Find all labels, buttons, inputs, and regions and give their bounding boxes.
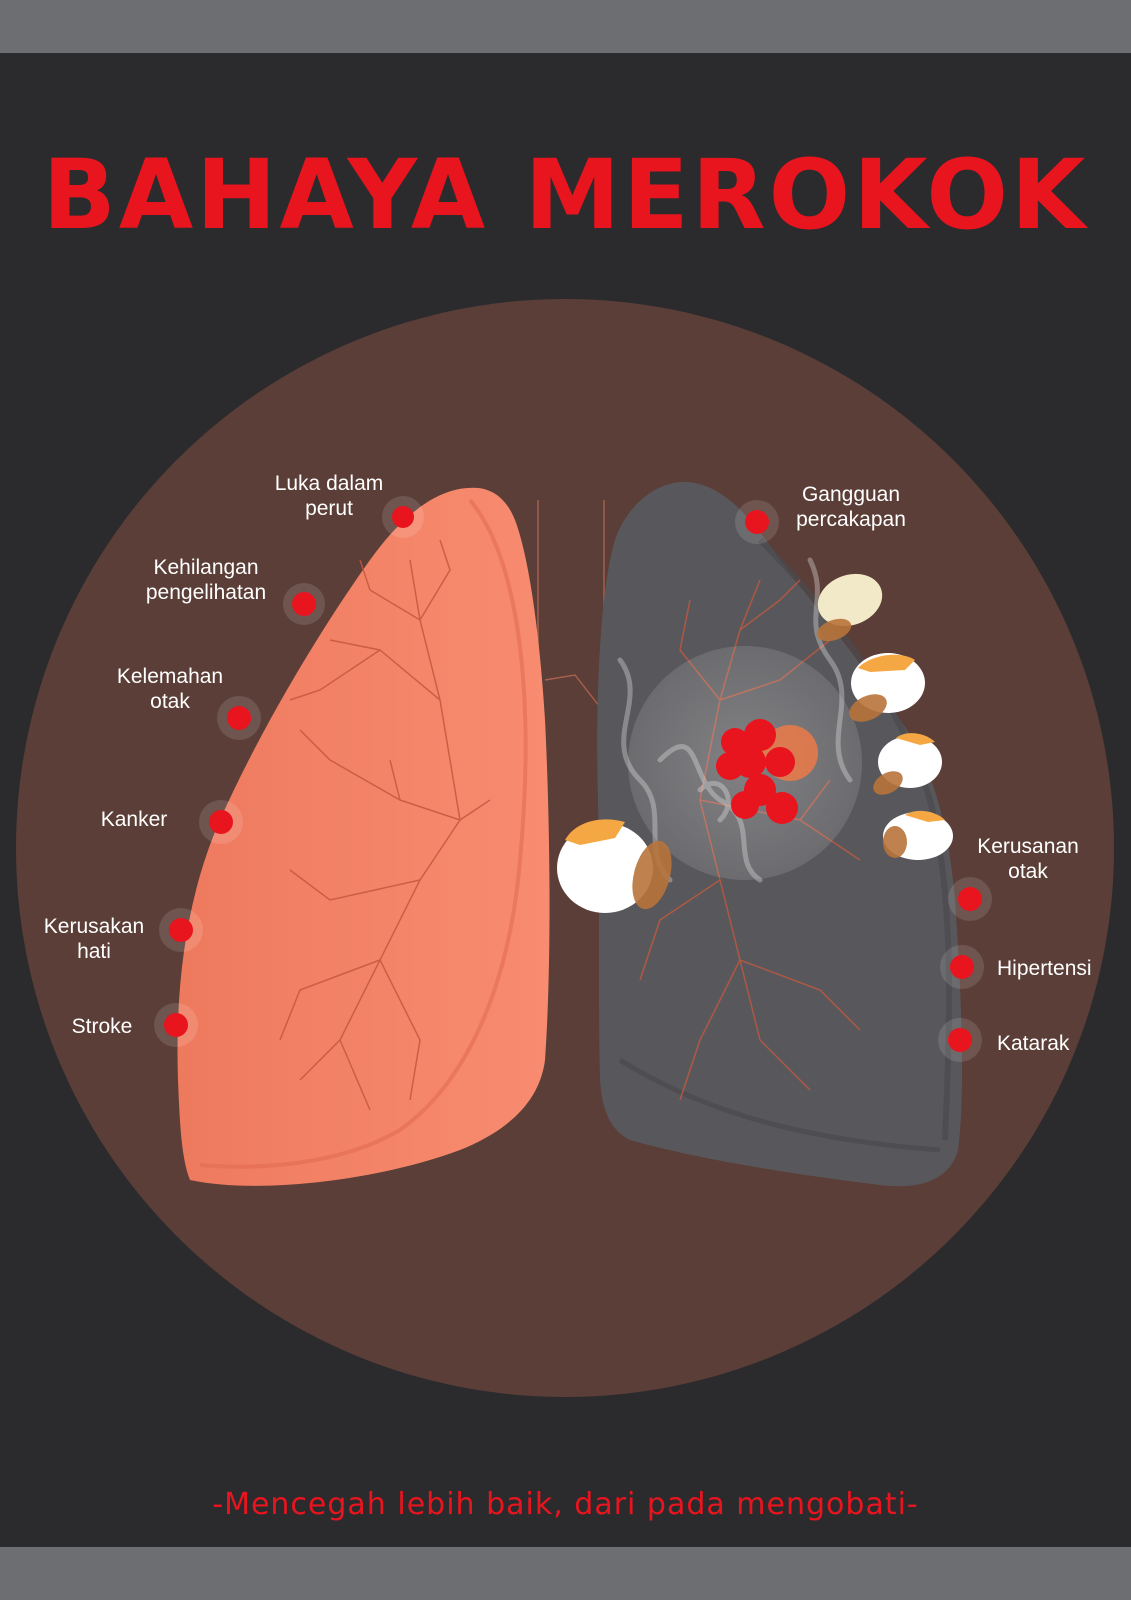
cigarette-butt-2: [849, 653, 925, 722]
bottom-band: [0, 1547, 1131, 1600]
marker-hipertensi: [940, 945, 984, 989]
cigarette-butt-1: [816, 573, 883, 642]
label-kelemahan-otak-line2: otak: [150, 690, 190, 713]
label-kanker-line1: Kanker: [100, 808, 168, 831]
label-katarak: Katarak: [997, 1031, 1107, 1056]
markers: [154, 496, 992, 1062]
label-luka-dalam-perut-line2: perut: [305, 497, 353, 520]
label-kerusanan-otak: Kerusanan otak: [958, 834, 1098, 884]
label-gangguan-percakapan-line1: Gangguan: [801, 483, 901, 506]
label-gangguan-percakapan: Gangguan percakapan: [776, 482, 926, 532]
label-kerusanan-otak-line2: otak: [1008, 860, 1048, 883]
label-luka-dalam-perut: Luka dalam perut: [254, 471, 404, 521]
cigarette-butt-5: [557, 819, 672, 913]
label-kerusanan-otak-line1: Kerusanan: [977, 835, 1079, 858]
label-kerusakan-hati-line1: Kerusakan: [43, 915, 145, 938]
cigarette-butts: [557, 573, 953, 913]
marker-katarak: [938, 1018, 982, 1062]
label-stroke: Stroke: [57, 1014, 147, 1039]
label-kelemahan-otak-line1: Kelemahan: [116, 665, 224, 688]
label-kehilangan-pengelihatan: Kehilangan pengelihatan: [125, 555, 287, 605]
label-gangguan-percakapan-line2: percakapan: [796, 508, 906, 531]
cigarette-butt-4: [883, 810, 953, 860]
label-hipertensi: Hipertensi: [997, 956, 1117, 981]
marker-kehilangan-pengelihatan: [283, 583, 325, 625]
marker-kerusanan-otak: [948, 877, 992, 921]
poster-title: BAHAYA MEROKOK: [42, 139, 1089, 251]
tumor-cluster: [716, 719, 818, 824]
marker-gangguan-percakapan: [735, 500, 779, 544]
label-kanker: Kanker: [84, 807, 184, 832]
label-luka-dalam-perut-line1: Luka dalam: [274, 472, 384, 495]
tagline: -Mencegah lebih baik, dari pada mengobat…: [212, 1487, 919, 1522]
cigarette-butt-3: [873, 733, 942, 795]
marker-luka-dalam-perut: [382, 496, 424, 538]
marker-kelemahan-otak: [217, 696, 261, 740]
healthy-bronchi: [279, 539, 491, 1111]
label-kerusakan-hati: Kerusakan hati: [28, 914, 160, 964]
healthy-lung: [177, 487, 550, 1186]
label-katarak-line1: Katarak: [997, 1032, 1070, 1055]
label-kelemahan-otak: Kelemahan otak: [100, 664, 240, 714]
label-kehilangan-pengelihatan-line2: pengelihatan: [145, 581, 267, 604]
label-kehilangan-pengelihatan-line1: Kehilangan: [153, 556, 259, 579]
label-kerusakan-hati-line2: hati: [77, 940, 111, 963]
marker-kanker: [199, 800, 243, 844]
marker-stroke: [154, 1003, 198, 1047]
label-hipertensi-line1: Hipertensi: [997, 957, 1092, 980]
label-stroke-line1: Stroke: [71, 1015, 133, 1038]
top-band: [0, 0, 1131, 53]
marker-kerusakan-hati: [159, 908, 203, 952]
